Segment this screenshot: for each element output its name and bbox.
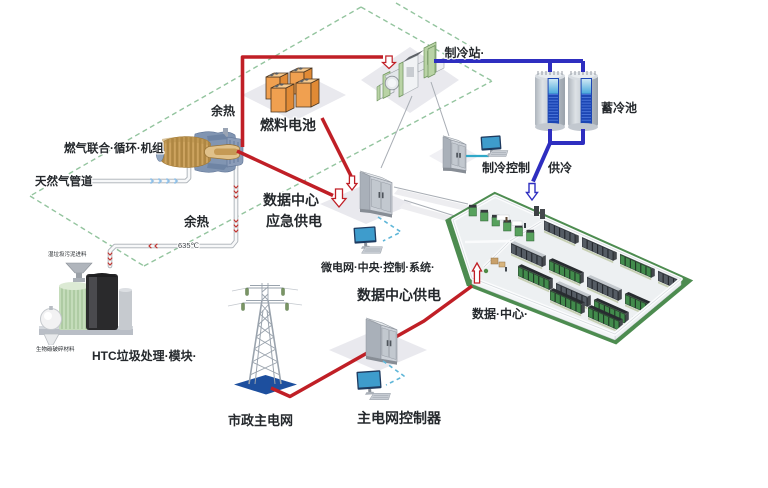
svg-text:数据中心供电: 数据中心供电 (357, 287, 441, 303)
svg-text:天然气管道: 天然气管道 (35, 174, 93, 188)
svg-text:HTC垃圾处理·模块·: HTC垃圾处理·模块· (92, 348, 197, 363)
svg-text:余热: 余热 (183, 214, 210, 229)
svg-text:生物碳破碎材料: 生物碳破碎材料 (36, 345, 75, 353)
svg-text:制冷控制: 制冷控制 (482, 160, 530, 175)
svg-text:微电网·中央·控制·系统·: 微电网·中央·控制·系统· (320, 260, 435, 274)
svg-text:应急供电: 应急供电 (266, 213, 322, 229)
svg-text:蓄冷池: 蓄冷池 (601, 100, 637, 115)
svg-text:燃料电池: 燃料电池 (260, 117, 316, 133)
svg-text:制冷站·: 制冷站· (445, 45, 485, 60)
svg-text:供冷: 供冷 (547, 160, 572, 175)
svg-text:635℃: 635℃ (178, 241, 200, 250)
svg-text:市政主电网: 市政主电网 (228, 413, 293, 428)
svg-text:数据中心: 数据中心 (263, 192, 319, 208)
svg-text:主电网控制器: 主电网控制器 (357, 410, 442, 426)
svg-text:燃气联合·循环·机组: 燃气联合·循环·机组 (63, 141, 164, 155)
svg-text:数据·中心·: 数据·中心· (472, 306, 528, 321)
svg-text:湿垃圾污泥进料: 湿垃圾污泥进料 (48, 250, 87, 258)
svg-text:余热: 余热 (210, 103, 235, 118)
